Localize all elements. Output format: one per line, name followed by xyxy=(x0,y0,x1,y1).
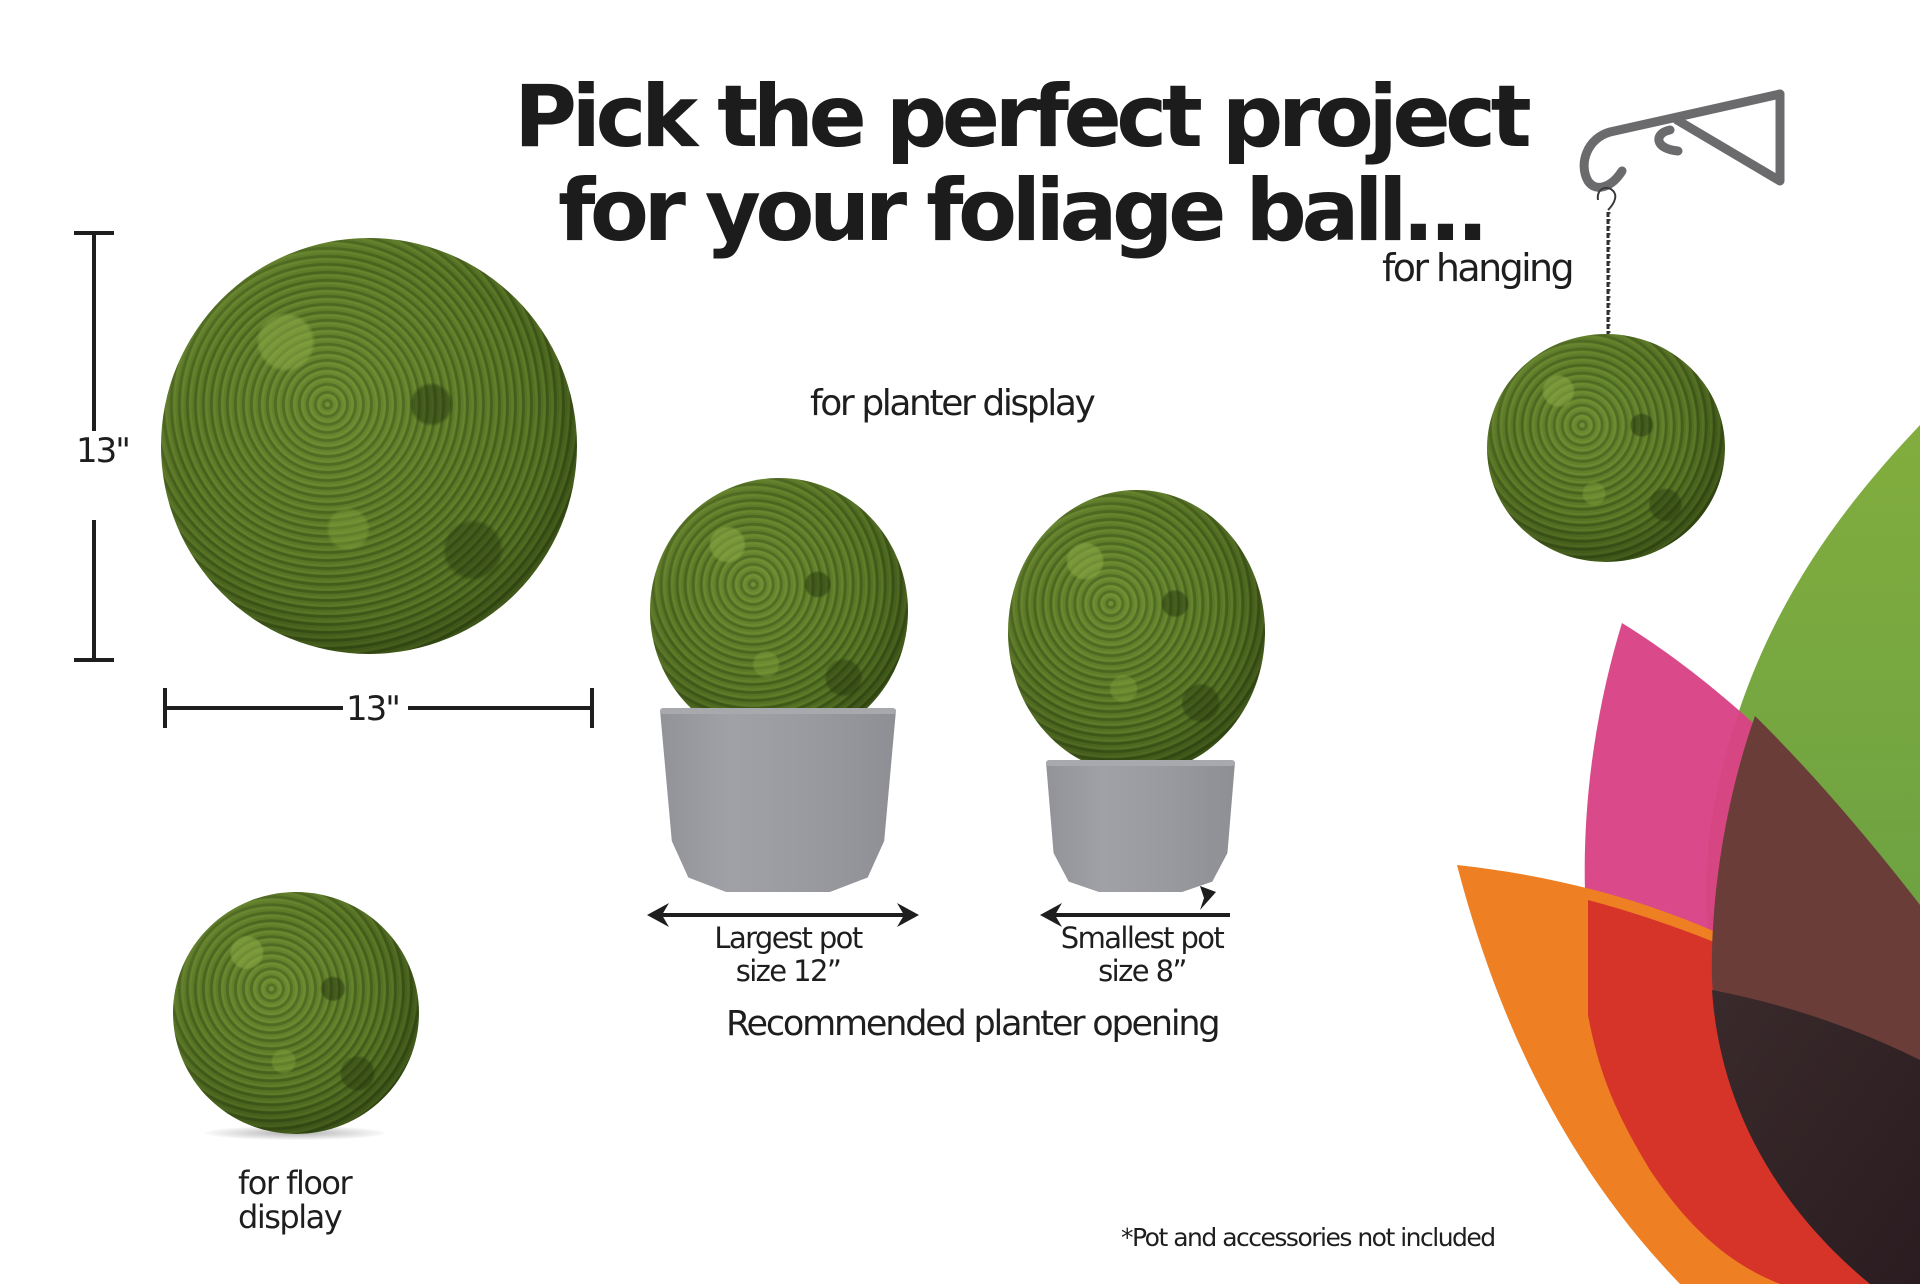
chain-icon xyxy=(1596,186,1617,336)
dimension-bar-icon xyxy=(92,231,96,431)
width-label: 13" xyxy=(346,689,401,729)
arrow-left-icon xyxy=(1040,886,1230,927)
small-pot-image xyxy=(1046,762,1235,892)
smallest-pot-line-2: size 8” xyxy=(1098,954,1187,988)
planter-foliage-ball-small-image xyxy=(1008,490,1265,774)
dimension-bar-icon xyxy=(92,520,96,662)
hanging-label: for hanging xyxy=(1382,246,1575,290)
small-pot-rim xyxy=(1046,760,1235,766)
smallest-pot-label: Smallest pot size 8” xyxy=(1058,922,1226,988)
floor-foliage-ball-image xyxy=(173,892,419,1134)
largest-pot-line-1: Largest pot xyxy=(714,921,863,955)
large-pot-rim xyxy=(660,708,896,714)
hanging-foliage-ball-image xyxy=(1487,334,1725,562)
largest-pot-line-2: size 12” xyxy=(735,954,842,988)
planter-display-label: for planter display xyxy=(810,383,1096,424)
height-label: 13" xyxy=(76,431,131,471)
dimension-bar-icon xyxy=(74,658,114,662)
floor-label-line-1: for floor xyxy=(238,1164,353,1202)
floor-label-line-2: display xyxy=(238,1198,343,1236)
headline-line-2: for your foliage ball... xyxy=(558,161,1489,261)
dimension-bar-icon xyxy=(590,688,594,728)
smallest-pot-line-1: Smallest pot xyxy=(1060,921,1225,955)
large-pot-image xyxy=(660,710,896,892)
hanging-bracket-icon xyxy=(1579,89,1785,192)
large-foliage-ball-image xyxy=(161,238,577,654)
floor-display-label: for floor display xyxy=(238,1164,353,1236)
double-arrow-icon xyxy=(647,903,919,927)
planter-foliage-ball-large-image xyxy=(650,478,908,744)
footnote: *Pot and accessories not included xyxy=(1121,1223,1496,1252)
dimension-bar-icon xyxy=(408,706,594,710)
headline-line-1: Pick the perfect project xyxy=(514,67,1532,167)
recommended-opening-caption: Recommended planter opening xyxy=(726,1004,1221,1044)
largest-pot-label: Largest pot size 12” xyxy=(714,921,863,988)
dimension-bar-icon xyxy=(163,706,343,710)
